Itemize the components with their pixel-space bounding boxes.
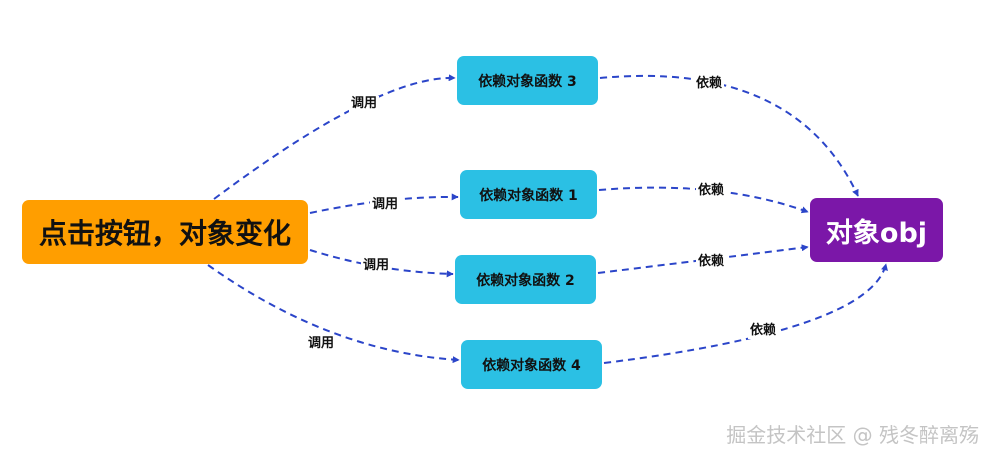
edge-label-call-1: 调用 <box>369 197 401 213</box>
edge-label-depend-1: 依赖 <box>695 183 727 199</box>
edge-dep-func-3 <box>599 74 859 197</box>
edge-call-func-3 <box>213 74 456 200</box>
target-node-object: 对象obj <box>810 198 943 262</box>
edge-label-call-4: 调用 <box>305 336 337 352</box>
watermark-text: 掘金技术社区 @ 残冬醉离殇 <box>726 423 979 447</box>
function-node-1: 依赖对象函数 1 <box>460 170 597 219</box>
function-node-4: 依赖对象函数 4 <box>461 340 602 389</box>
function-node-4-label: 依赖对象函数 4 <box>482 357 581 374</box>
edge-dep-func-4 <box>603 263 888 364</box>
function-node-1-label: 依赖对象函数 1 <box>479 187 578 204</box>
edge-label-call-3: 调用 <box>348 96 380 112</box>
function-node-2: 依赖对象函数 2 <box>455 255 596 304</box>
edge-label-depend-2: 依赖 <box>695 254 727 270</box>
edge-call-func-4 <box>207 264 460 364</box>
function-node-3-label: 依赖对象函数 3 <box>478 73 577 90</box>
source-node-label: 点击按钮，对象变化 <box>38 217 291 250</box>
edge-label-depend-4: 依赖 <box>747 323 779 339</box>
source-node-button-click: 点击按钮，对象变化 <box>22 200 308 264</box>
edge-label-call-2: 调用 <box>360 258 392 274</box>
function-node-2-label: 依赖对象函数 2 <box>476 272 575 289</box>
function-node-3: 依赖对象函数 3 <box>457 56 598 105</box>
edge-label-depend-3: 依赖 <box>693 76 725 92</box>
target-node-label: 对象obj <box>825 217 928 249</box>
